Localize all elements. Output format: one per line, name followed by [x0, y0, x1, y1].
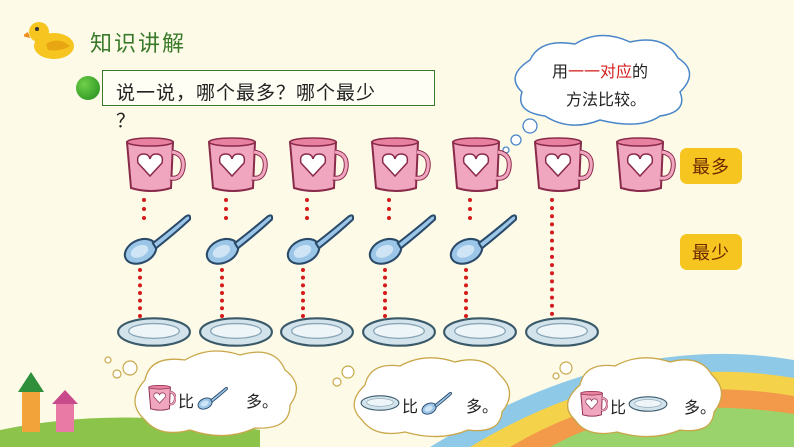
plate-icon	[360, 394, 400, 416]
plate-icon	[198, 316, 274, 352]
castle-decoration	[18, 372, 78, 432]
bullet-icon	[76, 76, 100, 100]
least-badge: 最少	[680, 234, 742, 270]
thought-1-word-1: 比	[178, 392, 195, 411]
thought-cloud-1-shape	[104, 350, 297, 437]
hint-highlight: 一一对应	[568, 62, 633, 81]
duck-icon	[24, 22, 74, 59]
thought-1-word-2: 多。	[246, 392, 279, 411]
match-line	[464, 268, 472, 318]
thought-cloud-2-shape	[332, 357, 511, 438]
plate-icon	[524, 316, 600, 352]
question-text: 说一说，哪个最多？哪个最少	[116, 82, 377, 104]
match-line	[468, 198, 476, 220]
thought-3: 比 多。	[578, 390, 716, 422]
spoon-icon	[122, 210, 194, 272]
match-line	[220, 268, 228, 318]
plate-icon	[116, 316, 192, 352]
question-tail: ？	[116, 110, 136, 132]
hint-part-1: 用	[552, 62, 569, 81]
cup-icon	[146, 384, 177, 416]
match-line	[224, 198, 232, 220]
spoon-icon	[448, 210, 520, 272]
plate-icon	[361, 316, 437, 352]
most-badge: 最多	[680, 148, 742, 184]
page-title: 知识讲解	[90, 32, 187, 57]
match-line	[387, 198, 395, 220]
cup-icon	[578, 390, 609, 422]
cup-icon	[365, 136, 431, 198]
spoon-icon	[285, 210, 357, 272]
hint-line-1: 用一一对应的	[552, 58, 648, 82]
cup-icon	[610, 136, 676, 198]
plate-icon	[279, 316, 355, 352]
spoon-icon	[204, 210, 276, 272]
thought-2: 比 多。	[360, 390, 498, 420]
cup-icon	[283, 136, 349, 198]
question-box	[102, 70, 435, 106]
match-line	[142, 198, 150, 220]
thought-3-word-1: 比	[610, 398, 627, 417]
thought-2-word-1: 比	[402, 397, 419, 416]
match-line	[138, 268, 146, 318]
spoon-icon	[367, 210, 439, 272]
hint-cloud-shape	[502, 34, 691, 154]
cup-icon	[446, 136, 512, 198]
plate-icon	[628, 395, 668, 417]
thought-1: 比 多。	[146, 384, 278, 416]
cup-icon	[120, 136, 186, 198]
hint-part-2: 的	[632, 62, 649, 81]
cup-icon	[202, 136, 268, 198]
match-line	[301, 268, 309, 318]
cup-icon	[528, 136, 594, 198]
match-line	[305, 198, 313, 220]
match-line	[383, 268, 391, 318]
hint-line-2: 方法比较。	[566, 90, 647, 109]
thought-2-word-2: 多。	[466, 397, 499, 416]
thought-3-word-2: 多。	[684, 398, 717, 417]
spoon-icon	[420, 390, 454, 420]
spoon-icon	[196, 385, 230, 415]
plate-icon	[442, 316, 518, 352]
match-line	[550, 198, 558, 316]
